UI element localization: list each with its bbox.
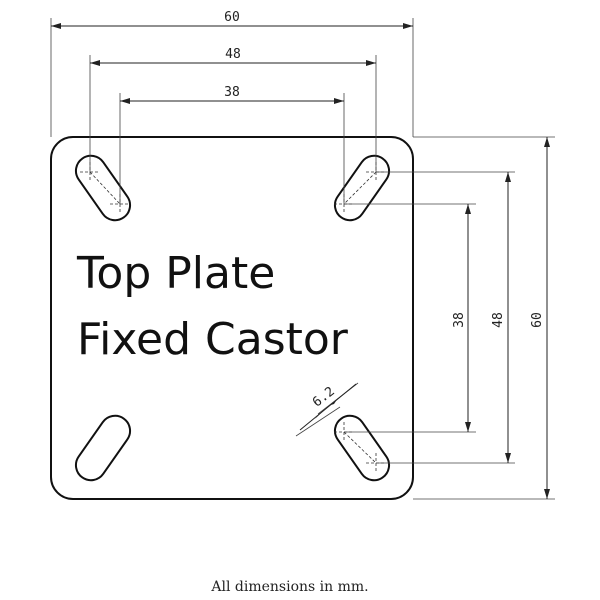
dim-slot-width: 6.2 xyxy=(295,382,359,437)
dim-hole-outer-y-label: 48 xyxy=(491,312,506,328)
dim-hole-inner-y-label: 38 xyxy=(452,312,467,328)
plate-title-line-1: Top Plate xyxy=(76,248,275,299)
dim-plate-width: 60 xyxy=(50,10,414,137)
dim-hole-outer-y: 48 xyxy=(376,171,515,464)
dim-hole-inner-x-label: 38 xyxy=(224,85,240,100)
dim-hole-inner-x: 38 xyxy=(119,85,345,204)
dim-hole-outer-x: 48 xyxy=(89,47,377,172)
dim-plate-width-label: 60 xyxy=(224,10,240,25)
dim-plate-height-label: 60 xyxy=(530,312,545,328)
dim-hole-outer-x-label: 48 xyxy=(225,47,241,62)
plate-outline xyxy=(50,136,414,500)
units-footnote: All dimensions in mm. xyxy=(210,579,368,595)
slot-bottom-right xyxy=(333,414,391,482)
dim-plate-height: 60 xyxy=(413,136,555,500)
dim-hole-inner-y: 38 xyxy=(344,203,476,433)
dim-slot-width-label: 6.2 xyxy=(310,384,338,410)
slot-top-right xyxy=(333,154,391,222)
slot-bottom-left xyxy=(74,414,132,482)
slot-top-left xyxy=(74,154,132,222)
plate-title-line-2: Fixed Castor xyxy=(77,314,349,365)
